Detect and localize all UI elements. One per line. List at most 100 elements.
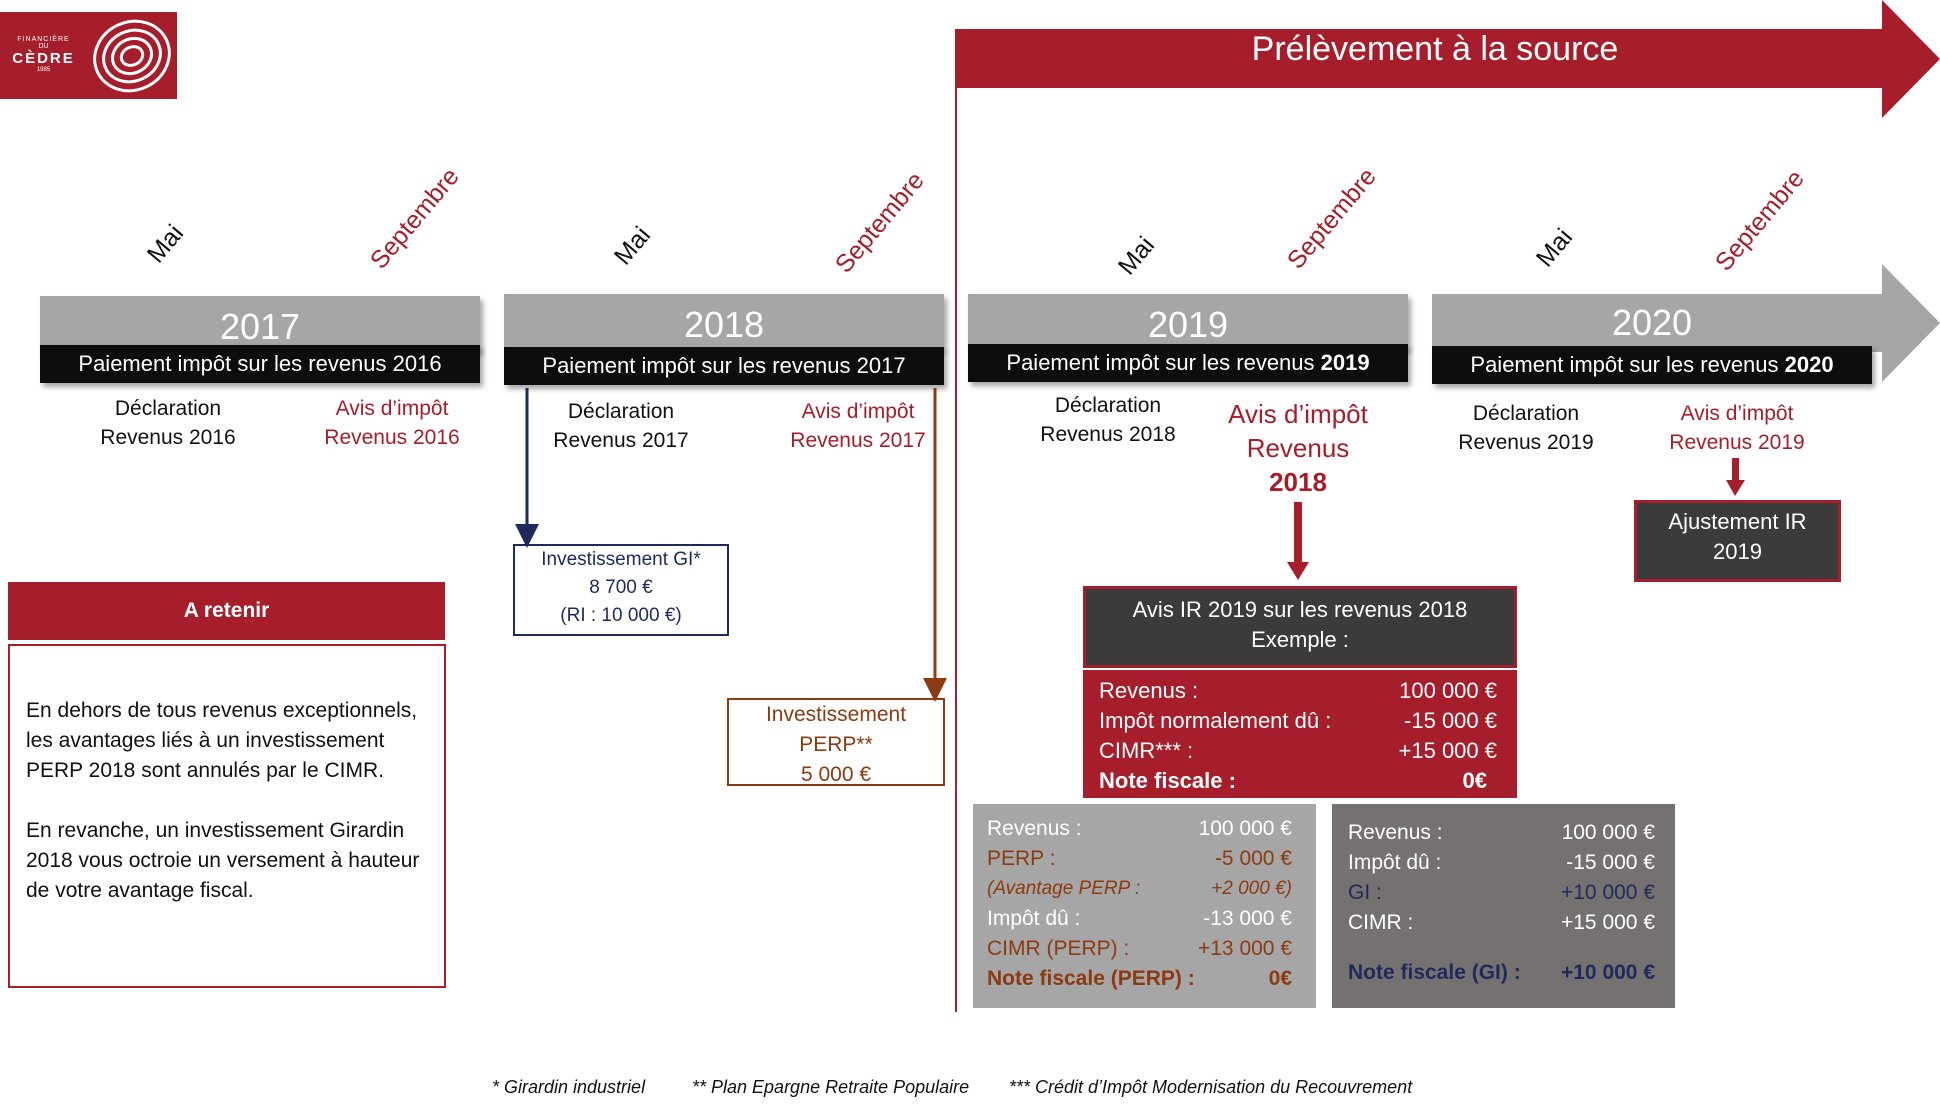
declaration-2020: Déclaration Revenus 2019 — [1436, 399, 1616, 457]
row-label: Impôt dû : — [987, 907, 1081, 930]
row-label: Note fiscale : — [1099, 768, 1236, 793]
decl-line2: Revenus 2018 — [1040, 423, 1176, 446]
declaration-2017: Déclaration Revenus 2016 — [78, 394, 258, 452]
year-2020-arrow — [1432, 264, 1940, 382]
example-perp-box: Revenus :100 000 €PERP :-5 000 €(Avantag… — [973, 804, 1316, 1008]
payment-year: 2016 — [392, 351, 442, 376]
banner-arrow — [955, 0, 1940, 118]
example-row: Impôt dû : -13 000 € — [987, 904, 1292, 934]
row-value: +10 000 € — [1560, 961, 1655, 984]
year-2020: 2020 — [1611, 302, 1693, 343]
example-row: CIMR (PERP) :+13 000 € — [987, 934, 1292, 964]
decl-line2: Revenus 2016 — [100, 426, 236, 449]
avis-year-bold: 2018 — [1269, 467, 1327, 497]
decl-line2: Revenus 2019 — [1458, 431, 1594, 454]
example-row: GI :+10 000 € — [1348, 878, 1655, 908]
gi-line1: Investissement GI* — [541, 549, 701, 570]
avis-2020: Avis d’impôt Revenus 2019 — [1647, 399, 1827, 457]
payment-prefix: Paiement impôt sur les revenus — [1006, 350, 1321, 375]
row-value: +10 000 € — [1560, 881, 1655, 904]
month-mai-2019: Mai — [1112, 231, 1161, 281]
avis-2019: Avis d’impôt Revenus 2018 — [1208, 397, 1388, 499]
decl-line1: Déclaration — [114, 397, 222, 420]
avis-line3: 2018 — [1208, 465, 1388, 499]
avis-line1: Avis d’impôt — [801, 400, 915, 423]
avis-line2: Revenus 2017 — [790, 429, 926, 452]
row-label: Note fiscale (GI) : — [1348, 961, 1521, 984]
month-septembre-2019: Septembre — [1281, 162, 1382, 275]
payment-prefix: Paiement impôt sur les revenus — [1470, 352, 1785, 377]
example-row: CIMR*** : +15 000 € — [1099, 736, 1497, 766]
month-septembre-2018: Septembre — [829, 166, 930, 279]
cedar-rings-icon — [87, 12, 177, 99]
payment-prefix: Paiement impôt sur les revenus — [78, 351, 393, 376]
retenir-paragraph-1: En dehors de tous revenus exceptionnels,… — [26, 699, 418, 782]
example-row: Note fiscale : 0€ — [1099, 766, 1497, 796]
logo-line1: FINANCIÈRE — [17, 36, 70, 43]
example-row: Impôt normalement dû :-15 000 € — [1099, 706, 1497, 736]
avis-line2: Revenus 2019 — [1669, 431, 1805, 454]
footnote-perp: ** Plan Epargne Retraite Populaire — [692, 1077, 970, 1097]
logo-line4: 1985 — [36, 67, 51, 73]
avis-2017: Avis d’impôt Revenus 2016 — [302, 394, 482, 452]
row-value: -5 000 € — [1214, 847, 1292, 870]
example-row: Revenus : 100 000 € — [987, 814, 1292, 844]
timeline-divider — [955, 88, 957, 1012]
decl-line1: Déclaration — [1054, 394, 1162, 417]
row-label: CIMR (PERP) : — [987, 937, 1130, 960]
logo-box — [0, 12, 87, 99]
declaration-2019: Déclaration Revenus 2018 — [1018, 391, 1198, 449]
example-row: Note fiscale (PERP) :0€ — [987, 964, 1292, 994]
row-value: -13 000 € — [1203, 907, 1292, 930]
gi-line2: 8 700 € — [589, 577, 653, 598]
row-label: Revenus : — [987, 817, 1082, 840]
ajustement-line1: Ajustement IR — [1668, 509, 1807, 534]
avis-2018: Avis d’impôt Revenus 2017 — [768, 397, 948, 455]
example-row: (Avantage PERP : +2 000 €) — [987, 874, 1292, 904]
footnote-girardin: * Girardin industriel — [492, 1077, 646, 1097]
a-retenir-header: A retenir — [8, 582, 445, 640]
decl-line1: Déclaration — [567, 400, 675, 423]
logo-line2: DU — [38, 43, 49, 50]
investissement-perp-box: Investissement PERP** 5 000 € — [727, 698, 945, 786]
decl-line1: Déclaration — [1472, 402, 1580, 425]
row-value: 100 000 € — [1198, 817, 1292, 840]
row-label: CIMR*** : — [1099, 738, 1194, 763]
example-row: PERP :-5 000 € — [987, 844, 1292, 874]
month-septembre-2017: Septembre — [364, 162, 465, 275]
avis-line1: Avis d’impôt — [1228, 399, 1368, 429]
row-label: Impôt normalement dû : — [1099, 708, 1332, 733]
a-retenir-body: En dehors de tous revenus exceptionnels,… — [8, 644, 446, 988]
banner-label: Prélèvement à la source — [1251, 30, 1619, 68]
declaration-2018: Déclaration Revenus 2017 — [531, 397, 711, 455]
avis-ir-box: Avis IR 2019 sur les revenus 2018 Exempl… — [1083, 586, 1517, 668]
row-value: +2 000 €) — [1211, 878, 1292, 899]
example-row: Revenus :100 000 € — [1348, 818, 1655, 848]
year-2019: 2019 — [968, 294, 1408, 349]
row-value: +15 000 € — [1398, 738, 1497, 763]
year-2017: 2017 — [40, 296, 480, 351]
avis-line2: Revenus 2016 — [324, 426, 460, 449]
row-value: 100 000 € — [1399, 678, 1497, 703]
payment-bar-2018: Paiement impôt sur les revenus 2017 — [504, 347, 944, 385]
logo: FINANCIÈRE DU CÈDRE 1985 — [0, 12, 87, 99]
row-value: 0€ — [1462, 768, 1487, 793]
row-label: Impôt dû : — [1348, 851, 1442, 874]
logo-line3: CÈDRE — [12, 50, 75, 67]
example-gi-box: Revenus :100 000 € Impôt dû : -15 000 € GI … — [1332, 804, 1675, 1008]
payment-year: 2019 — [1320, 350, 1370, 375]
row-label: CIMR : — [1348, 911, 1414, 934]
gi-line3: (RI : 10 000 €) — [560, 605, 682, 626]
payment-year: 2020 — [1784, 352, 1834, 377]
row-label: Revenus : — [1099, 678, 1199, 703]
payment-bar-2020: Paiement impôt sur les revenus 2020 — [1432, 346, 1872, 384]
perp-line3: 5 000 € — [800, 763, 872, 786]
row-label: (Avantage PERP : — [987, 878, 1141, 899]
payment-bar-2019: Paiement impôt sur les revenus 2019 — [968, 344, 1408, 382]
example-gi-rows: Revenus :100 000 € Impôt dû : -15 000 € GI … — [1332, 804, 1675, 988]
perp-line1: Investissement — [765, 703, 907, 726]
ajustement-line2: 2019 — [1713, 539, 1762, 564]
avis-line1: Avis d’impôt — [335, 397, 449, 420]
row-value: -15 000 € — [1566, 851, 1655, 874]
arrow-to-avis-ir — [1287, 502, 1309, 580]
